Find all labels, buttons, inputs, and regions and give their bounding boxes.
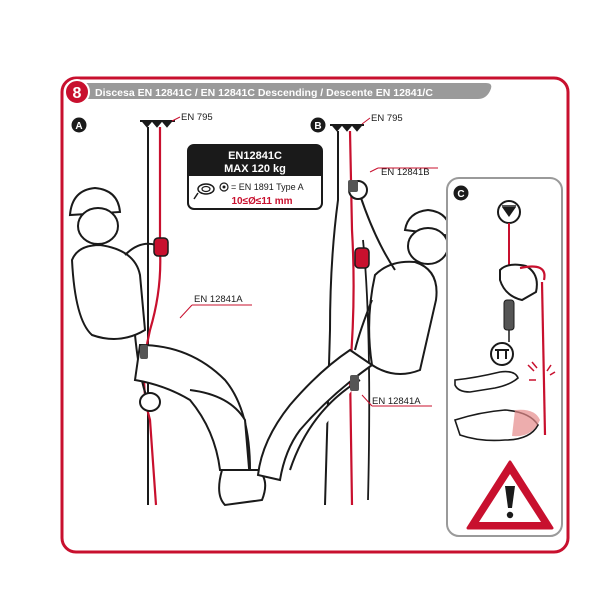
panel-a-anchor-label: EN 795 bbox=[181, 112, 213, 123]
spec-rope-standard: = EN 1891 Type A bbox=[231, 182, 304, 192]
harness-icon bbox=[491, 343, 513, 365]
panel-a-device-label: EN 12841A bbox=[194, 294, 243, 305]
panel-b-letter: B bbox=[314, 121, 321, 132]
spec-rope-diameter: 10≤Ø≤11 mm bbox=[231, 196, 292, 207]
step-title: Discesa EN 12841C / EN 12841C Descending… bbox=[95, 87, 433, 99]
panel-b-bottom-device-label: EN 12841A bbox=[372, 396, 421, 407]
panel-c: C bbox=[447, 178, 562, 536]
panel-b-top-device-label: EN 12841B bbox=[381, 167, 430, 178]
panel-b-device-a bbox=[350, 375, 359, 391]
spec-box: EN12841C MAX 120 kg = EN 1891 Type A 10≤… bbox=[188, 145, 322, 209]
panel-b-descender bbox=[355, 248, 369, 268]
panel-b-anchor-label: EN 795 bbox=[371, 113, 403, 124]
panel-a-device-a bbox=[140, 345, 148, 359]
panel-c-letter: C bbox=[457, 189, 464, 200]
spec-model: EN12841C bbox=[228, 150, 282, 162]
anchor-icon bbox=[498, 201, 520, 223]
panel-a-letter: A bbox=[75, 121, 82, 132]
step-number: 8 bbox=[73, 85, 82, 102]
spec-max-load: MAX 120 kg bbox=[224, 163, 286, 175]
panel-b-device-b bbox=[348, 180, 358, 192]
panel-a-descender bbox=[154, 238, 168, 256]
